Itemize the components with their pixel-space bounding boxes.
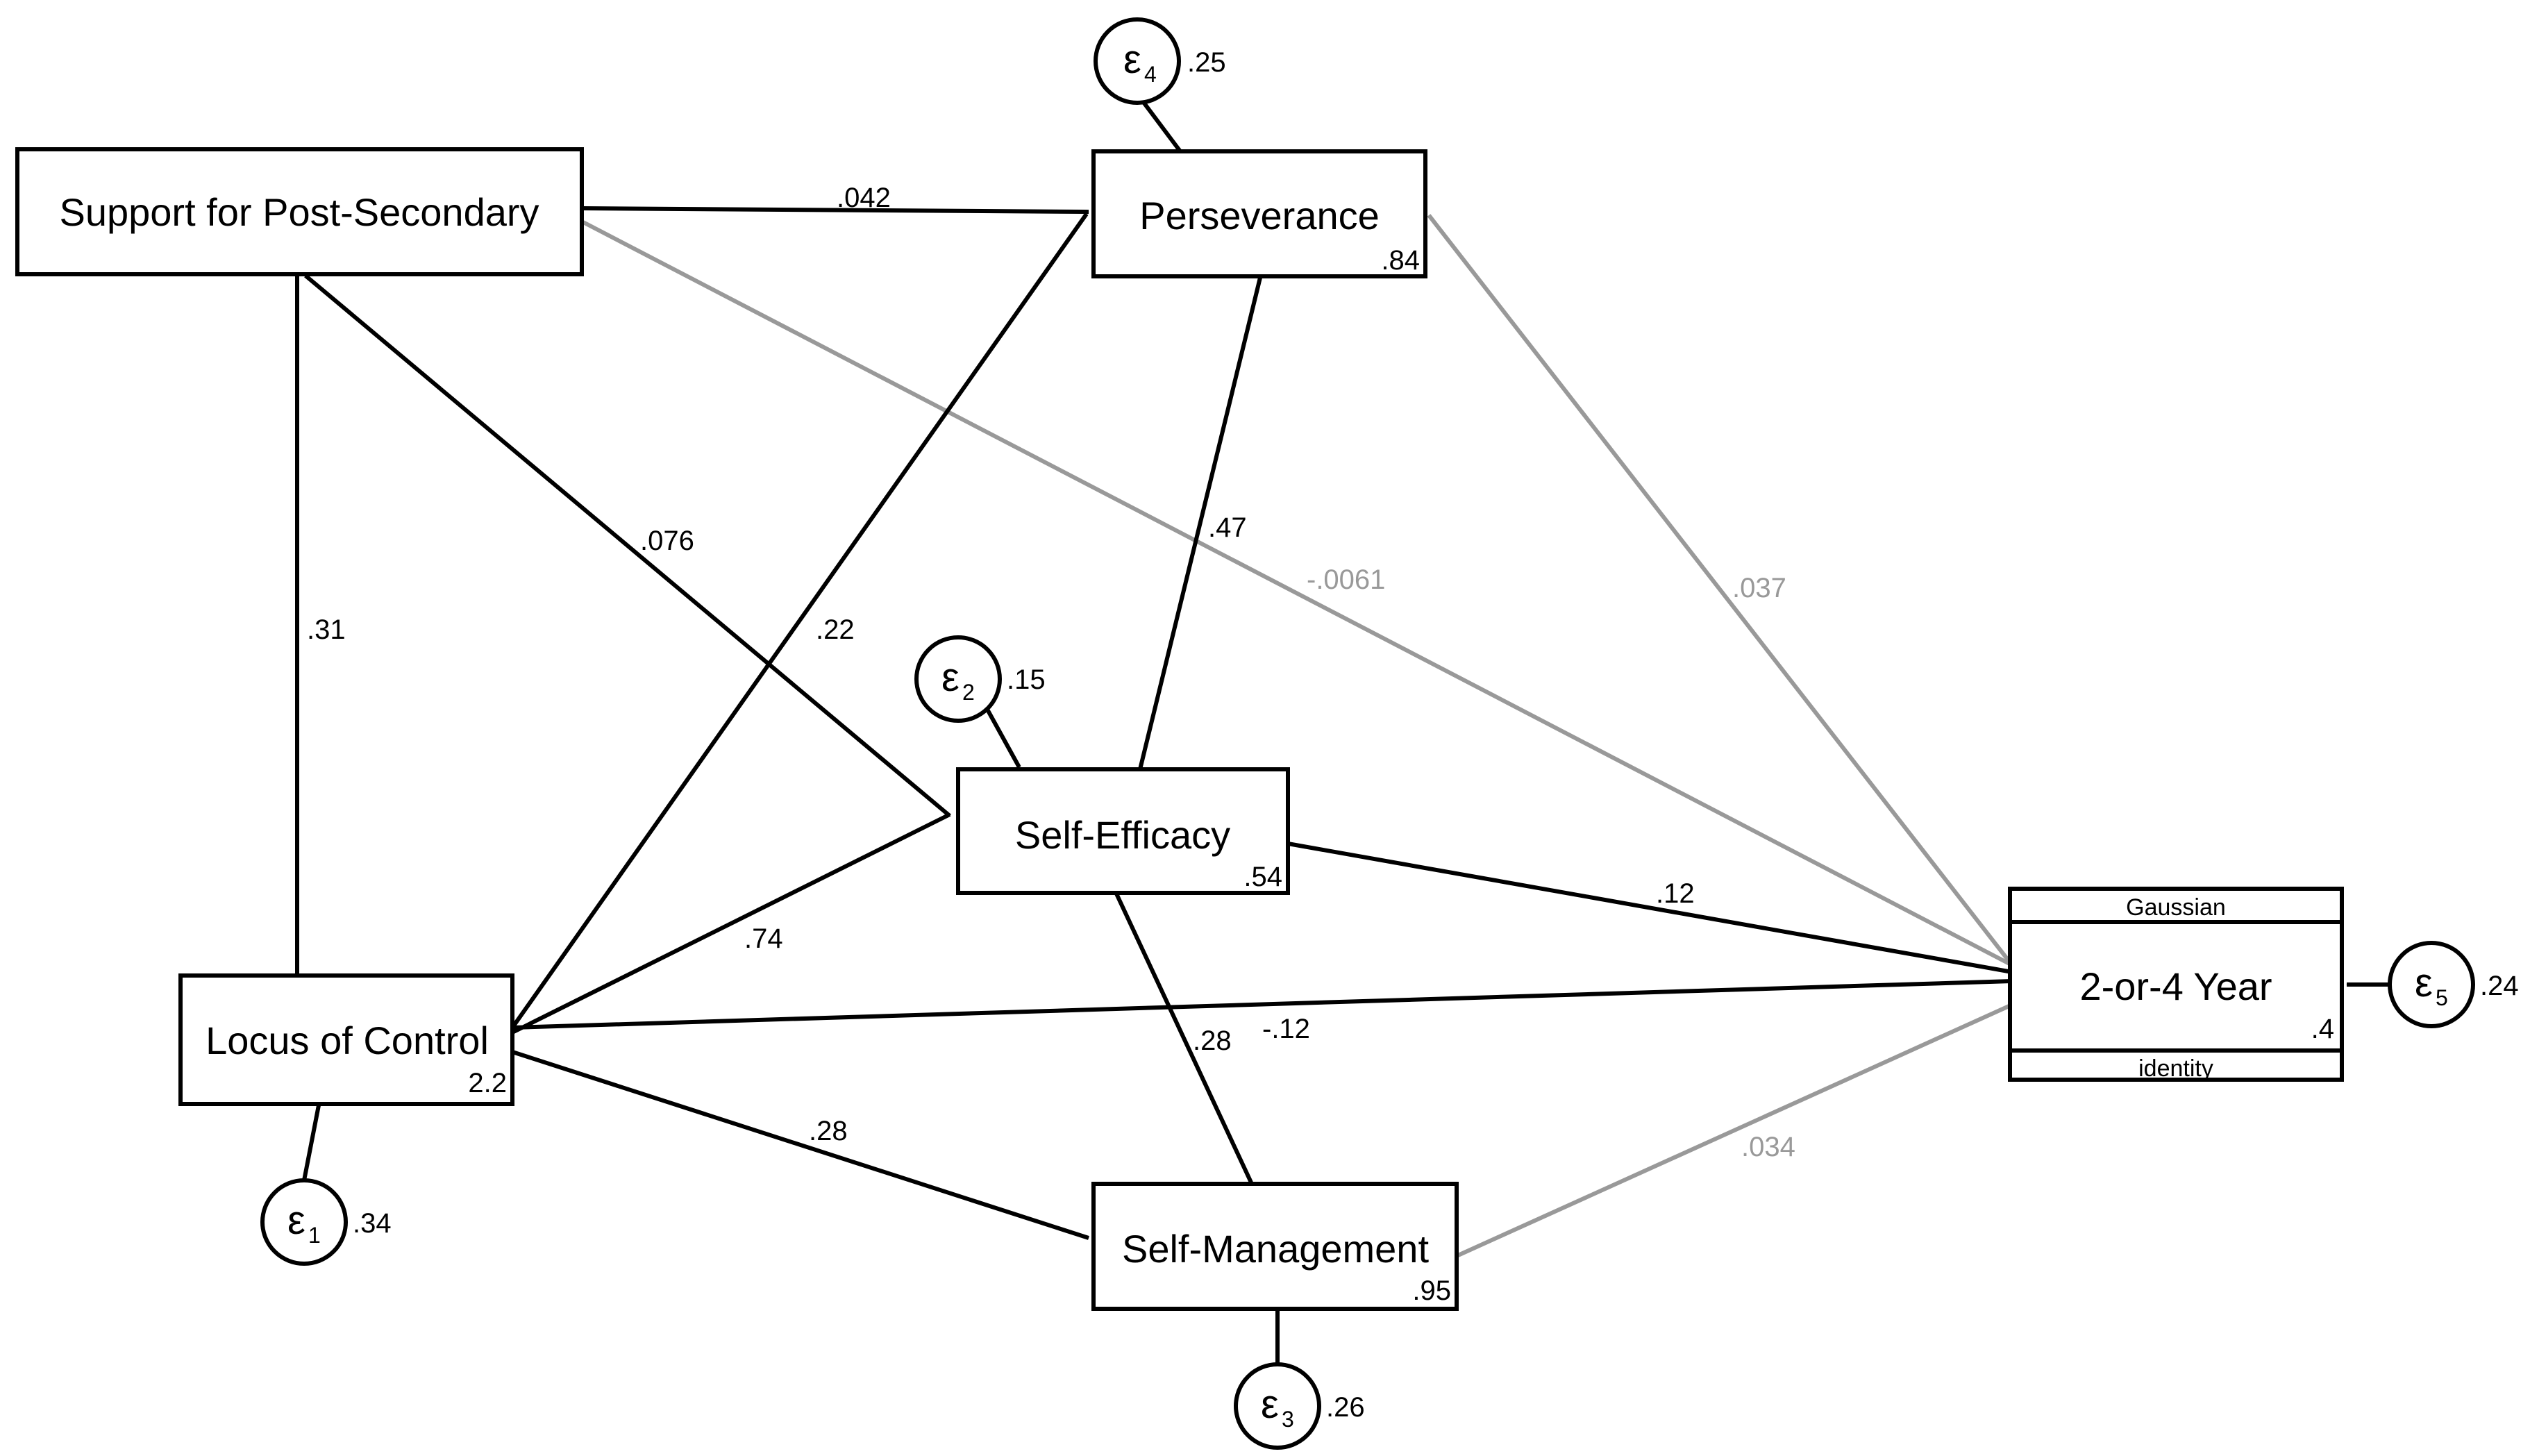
error-e5-sub: 5 xyxy=(2436,985,2448,1010)
path-support-to-outcome xyxy=(582,220,2013,967)
error-e4: ε 4 .25 xyxy=(1094,17,1226,105)
error-e3-value: .26 xyxy=(1326,1392,1365,1423)
path-e4-to-perseverance xyxy=(1137,94,1182,153)
error-e5: ε 5 .24 xyxy=(2388,941,2519,1028)
coef-support-self-efficacy: .076 xyxy=(640,526,694,556)
path-self-efficacy-to-outcome xyxy=(1287,842,2013,974)
node-self-efficacy: Self-Efficacy .54 xyxy=(956,767,1290,895)
error-e5-value: .24 xyxy=(2480,971,2519,1001)
node-outcome-link: identity xyxy=(2138,1055,2213,1082)
path-support-to-perseverance xyxy=(583,206,1089,214)
node-outcome: Gaussian 2-or-4 Year .4 identity xyxy=(2008,887,2344,1082)
node-perseverance: Perseverance .84 xyxy=(1091,149,1427,278)
node-self-efficacy-value: .54 xyxy=(1243,862,1282,892)
node-outcome-family: Gaussian xyxy=(2126,894,2226,921)
coef-locus-outcome: -.12 xyxy=(1262,1014,1310,1044)
coef-perseverance-outcome: .037 xyxy=(1732,573,1786,603)
coef-locus-self-efficacy: .74 xyxy=(744,923,783,954)
coef-locus-self-management: .28 xyxy=(809,1116,848,1146)
error-e3: ε 3 .26 xyxy=(1234,1362,1365,1450)
error-e3-symbol: ε xyxy=(1261,1382,1279,1427)
error-e1-value: .34 xyxy=(353,1208,392,1239)
path-e1-to-locus xyxy=(302,1105,321,1181)
error-e1-sub: 1 xyxy=(308,1223,321,1248)
path-e2-to-self-efficacy xyxy=(984,705,1021,769)
coef-support-perseverance: .042 xyxy=(837,183,891,213)
error-e2: ε 2 .15 xyxy=(914,635,1046,723)
node-support: Support for Post-Secondary xyxy=(15,147,584,276)
coef-self-efficacy-self-management: .28 xyxy=(1193,1026,1232,1056)
path-locus-to-perseverance xyxy=(510,212,1089,1029)
node-self-management-label: Self-Management xyxy=(1122,1227,1429,1271)
error-e4-symbol: ε xyxy=(1123,37,1141,82)
coef-self-efficacy-outcome: .12 xyxy=(1656,878,1695,909)
error-e2-symbol: ε xyxy=(941,655,960,700)
coef-self-efficacy-perseverance: .47 xyxy=(1208,512,1247,543)
node-locus-label: Locus of Control xyxy=(206,1019,489,1062)
node-self-management-value: .95 xyxy=(1412,1275,1451,1306)
error-e3-sub: 3 xyxy=(1282,1407,1294,1432)
error-e4-value: .25 xyxy=(1187,47,1226,78)
node-locus: Locus of Control 2.2 xyxy=(178,973,514,1106)
path-self-efficacy-to-self-management xyxy=(1114,891,1253,1184)
node-perseverance-value: .84 xyxy=(1381,245,1420,276)
node-locus-value: 2.2 xyxy=(468,1068,507,1098)
path-locus-to-self-management xyxy=(512,1050,1089,1240)
node-outcome-value: .4 xyxy=(2311,1014,2334,1044)
node-self-efficacy-label: Self-Efficacy xyxy=(1015,813,1230,857)
error-e2-value: .15 xyxy=(1007,664,1046,695)
error-e5-symbol: ε xyxy=(2415,960,2433,1005)
coef-support-locus: .31 xyxy=(307,614,346,645)
node-outcome-label: 2-or-4 Year xyxy=(2079,964,2272,1008)
path-self-management-to-outcome xyxy=(1457,1003,2013,1257)
coef-locus-perseverance: .22 xyxy=(816,614,855,645)
node-self-management: Self-Management .95 xyxy=(1091,1182,1459,1311)
path-locus-to-outcome xyxy=(512,979,2013,1030)
coef-self-management-outcome: .034 xyxy=(1741,1132,1795,1162)
path-self-efficacy-to-perseverance xyxy=(1138,277,1262,770)
error-e1-symbol: ε xyxy=(287,1198,305,1243)
path-locus-to-self-efficacy xyxy=(511,812,951,1035)
error-e1: ε 1 .34 xyxy=(260,1178,392,1266)
node-perseverance-label: Perseverance xyxy=(1139,194,1380,237)
error-e2-sub: 2 xyxy=(962,680,975,705)
path-support-to-self-efficacy xyxy=(304,274,951,818)
node-support-label: Support for Post-Secondary xyxy=(59,190,539,234)
coef-support-outcome: -.0061 xyxy=(1307,564,1385,595)
error-e4-sub: 4 xyxy=(1144,62,1157,87)
path-perseverance-to-outcome xyxy=(1427,214,2014,967)
